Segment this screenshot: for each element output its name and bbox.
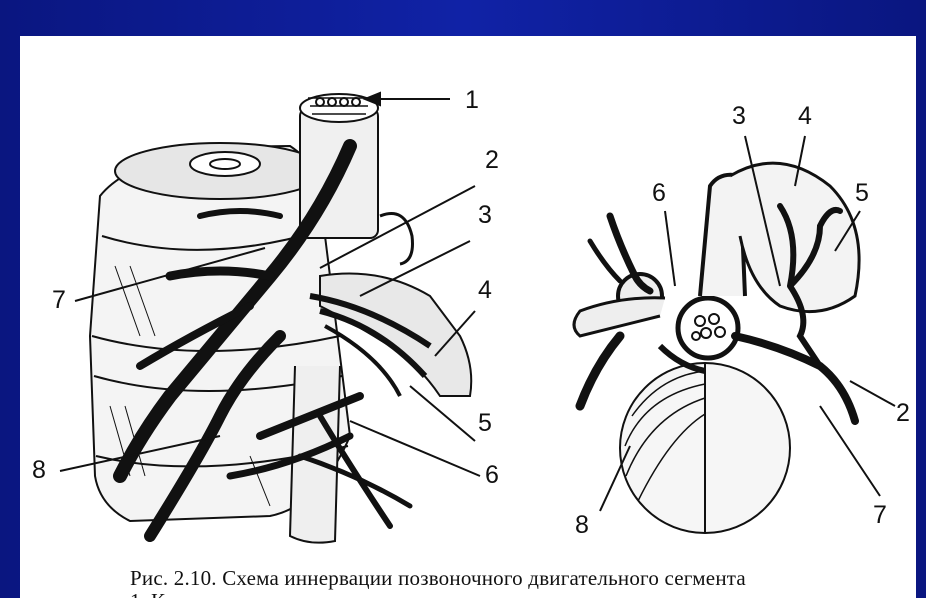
label-1: 1 — [465, 86, 479, 114]
figure-caption-continued: 1. К — [130, 589, 165, 598]
label-8: 8 — [32, 456, 46, 484]
right-label-5: 5 — [855, 179, 869, 207]
label-5: 5 — [478, 409, 492, 437]
right-label-7: 7 — [873, 501, 887, 529]
label-4: 4 — [478, 276, 492, 304]
right-label-2: 2 — [896, 399, 910, 427]
right-drawing — [574, 163, 859, 533]
label-3: 3 — [478, 201, 492, 229]
label-6: 6 — [485, 461, 499, 489]
figure-caption: Рис. 2.10. Схема иннервации позвоночного… — [130, 566, 746, 591]
left-drawing — [90, 94, 471, 543]
scanned-page: 1 2 3 4 5 6 7 8 — [20, 36, 916, 598]
right-label-8: 8 — [575, 511, 589, 539]
label-7: 7 — [52, 286, 66, 314]
right-label-4: 4 — [798, 102, 812, 130]
right-label-6: 6 — [652, 179, 666, 207]
innervation-figure: 1 2 3 4 5 6 7 8 — [20, 36, 916, 556]
label-2: 2 — [485, 146, 499, 174]
right-label-3: 3 — [732, 102, 746, 130]
